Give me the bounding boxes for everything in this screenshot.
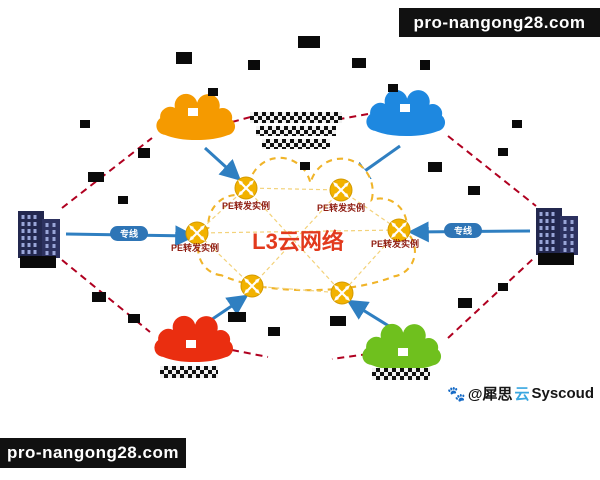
building-left-icon [18, 211, 60, 258]
branch-cloud-bottom-left [154, 315, 234, 363]
censored-block [160, 366, 218, 378]
credit-cloud-char: 云 [514, 386, 530, 403]
arrow-red-to-pe [207, 294, 249, 324]
red-dashed-links [61, 113, 537, 360]
pe-mesh-lines [196, 187, 400, 294]
pe-label-top-right: PE转发实例 [316, 203, 365, 213]
censored-block [372, 368, 430, 380]
red-dashed-link [339, 113, 369, 120]
censored-block [80, 120, 90, 128]
red-dashed-link [331, 353, 369, 360]
pe-router-icon [239, 273, 265, 299]
building-right-icon [536, 208, 578, 255]
censored-block [256, 126, 336, 136]
red-dashed-link [61, 259, 151, 333]
censored-block [428, 162, 442, 172]
censored-block [88, 172, 104, 182]
censored-block [268, 327, 280, 336]
watermark-banner-top-right: pro-nangong28.com [399, 8, 600, 37]
branch-cloud-top-right [366, 89, 446, 137]
pe-label-top-left: PE转发实例 [221, 201, 270, 211]
censored-block [300, 162, 310, 170]
censored-block [398, 348, 408, 356]
credit-suffix: Syscoud [531, 385, 594, 402]
censored-block [208, 88, 218, 96]
censored-block [262, 139, 330, 149]
censored-block [498, 283, 508, 291]
censored-block [538, 253, 574, 265]
censored-block [138, 148, 150, 158]
pe-label-right: PE转发实例 [370, 239, 419, 249]
red-dashed-link [447, 257, 535, 339]
censored-block [512, 120, 522, 128]
arrow-green-to-pe [346, 299, 393, 330]
censored-block [298, 36, 320, 48]
censored-block [228, 312, 246, 322]
pe-router-icon [233, 175, 259, 201]
censored-block [468, 186, 480, 195]
pe-label-left: PE转发实例 [170, 243, 219, 253]
arrow-orange-to-pe [203, 146, 242, 181]
pe-router-icon [329, 280, 355, 306]
censored-block [250, 112, 342, 123]
branch-cloud-bottom-right [362, 323, 442, 371]
censored-block [92, 292, 106, 302]
censored-block [330, 316, 346, 326]
censored-block [186, 340, 196, 348]
censored-block [128, 314, 140, 323]
watermark-banner-bottom-left: pro-nangong28.com [0, 438, 186, 468]
pe-router-icon [328, 177, 354, 203]
censored-block [498, 148, 508, 156]
censored-block [20, 256, 56, 268]
dedicated-line-badge-left: 专线 [110, 226, 148, 241]
dedicated-line-badge-right: 专线 [444, 223, 482, 238]
censored-block [248, 60, 260, 70]
paw-icon: 🐾 [447, 385, 466, 403]
branch-cloud-top-left [156, 93, 236, 141]
censored-block [118, 196, 128, 204]
red-dashed-link [231, 114, 259, 123]
red-dashed-link [231, 349, 269, 358]
l3-cloud-title: L3云网络 [252, 229, 344, 254]
red-dashed-link [447, 135, 537, 207]
censored-block [176, 52, 192, 64]
censored-block [420, 60, 430, 70]
credit-watermark: 🐾 @犀思 云 Syscoud [447, 383, 594, 404]
credit-prefix: @犀思 [467, 386, 513, 403]
censored-block [388, 84, 398, 92]
censored-block [352, 58, 366, 68]
censored-block [400, 104, 410, 112]
censored-block [458, 298, 472, 308]
censored-block [188, 108, 198, 116]
